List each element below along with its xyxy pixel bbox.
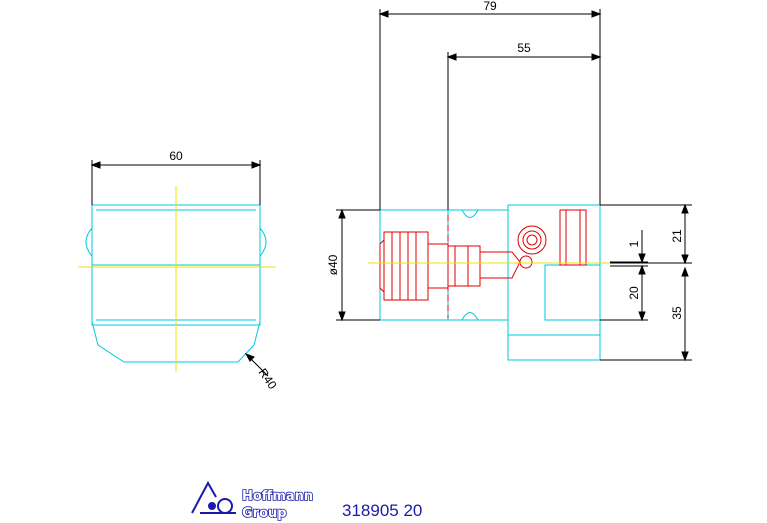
dim-55-label: 55: [517, 41, 531, 55]
side-view-nut-top: [461, 209, 479, 218]
dim-21: [600, 203, 692, 265]
dim-60-label: 60: [169, 149, 183, 163]
coolant-port-inner: [526, 234, 538, 246]
dim-21-label: 21: [670, 229, 684, 243]
dim-60: [90, 160, 262, 205]
dim-79-label: 79: [483, 0, 497, 13]
front-view-axes: [78, 186, 276, 372]
front-view-right-lug: [259, 227, 267, 257]
dim-55: [446, 52, 602, 210]
side-view-neck: [447, 209, 509, 321]
clamp-bore: [559, 209, 587, 266]
dim-diameter-label: ø40: [326, 254, 340, 275]
dim-79: [378, 9, 602, 210]
dim-35-label: 35: [670, 306, 684, 320]
dim-35: [600, 266, 692, 362]
collet-body: [383, 231, 429, 301]
coolant-port-mid: [522, 230, 542, 250]
tool-shank: [447, 245, 481, 287]
hoffmann-logo: Hoffmann Group: [191, 480, 314, 522]
screw-head: [519, 255, 533, 269]
side-view-nut-bottom: [461, 312, 479, 321]
front-view-left-lug: [85, 227, 93, 257]
collet-flange: [427, 243, 449, 289]
dim-r40: [244, 353, 269, 377]
dim-diameter: [336, 208, 380, 322]
part-number: 318905 20: [342, 501, 422, 520]
side-view-slot: [544, 264, 601, 321]
dim-20-label: 20: [627, 286, 641, 300]
coolant-port-outer: [517, 225, 547, 255]
logo-line-2: Group: [242, 506, 287, 521]
logo-line-1: Hoffmann: [242, 489, 313, 504]
dim-20: [600, 264, 648, 322]
side-view-base: [507, 335, 601, 361]
front-view-bottom: [91, 321, 261, 363]
side-view: [379, 204, 601, 361]
dim-r40-label: R40: [256, 366, 280, 392]
collet-tip: [379, 239, 385, 293]
dim-1-label: 1: [627, 240, 641, 247]
side-view-detail: [379, 209, 587, 318]
tool-neck: [480, 251, 521, 279]
side-view-head: [379, 209, 449, 321]
logo-mark-icon: [191, 480, 236, 514]
